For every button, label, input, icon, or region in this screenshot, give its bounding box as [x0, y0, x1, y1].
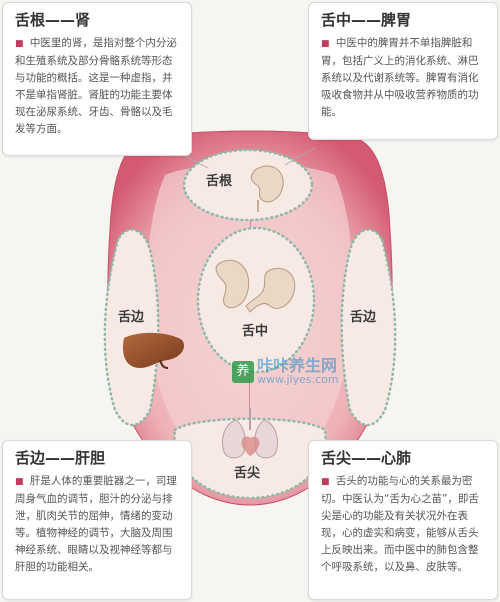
stomach-icon [245, 268, 296, 313]
zone-root [182, 148, 314, 222]
card-text: 舌头的功能与心的关系最为密切。中医认为“舌为心之苗”，即舌尖是心的功能及有关状况… [321, 475, 479, 573]
zone-label-root: 舌根 [206, 174, 233, 189]
site-watermark: 养 咔咔养生网 www.jlyes.com [232, 358, 339, 386]
connector-middle [284, 147, 316, 166]
zone-tip [173, 417, 327, 500]
card-title: 舌边——肝胆 [15, 449, 106, 467]
card-title: 舌尖——心肺 [321, 449, 412, 467]
liver-icon [122, 332, 185, 368]
zone-label-middle: 舌中 [242, 324, 269, 339]
card-text: 中医中的脾胃并不单指脾脏和胃，包括广义上的消化系统、淋巴系统以及代谢系统等。脾胃… [321, 37, 479, 118]
zone-label-left-edge: 舌边 [118, 310, 145, 325]
card-title: 舌中——脾胃 [321, 11, 412, 29]
zone-right-edge [340, 228, 397, 427]
lungs-icon [222, 419, 278, 459]
heart-icon [241, 436, 260, 456]
card-middle-spleen-stomach: 舌中——脾胃 ■ 中医中的脾胃并不单指脾脏和胃，包括广义上的消化系统、淋巴系统以… [308, 2, 498, 140]
watermark-name: 咔咔养生网 [257, 356, 338, 375]
watermark-logo-icon: 养 [232, 361, 254, 383]
card-text: 中医里的肾，是指对整个内分泌和生殖系统及部分骨骼系统等形态与功能的概括。这是一种… [15, 37, 177, 135]
zone-left-edge [103, 228, 160, 427]
watermark-url: www.jlyes.com [257, 373, 339, 386]
card-text: 肝是人体的重要脏器之一，司理周身气血的调节，胆汁的分泌与排泄，肌肉关节的屈伸，情… [15, 475, 177, 573]
card-edge-liver-gallbladder: 舌边——肝胆 ■ 肝是人体的重要脏器之一，司理周身气血的调节，胆汁的分泌与排泄，… [2, 440, 192, 600]
bullet-icon: ■ [321, 477, 330, 487]
kidney-icon [250, 165, 284, 203]
bullet-icon: ■ [15, 39, 24, 49]
card-title: 舌根——肾 [15, 11, 91, 29]
zone-label-tip: 舌尖 [234, 466, 261, 481]
zone-label-right-edge: 舌边 [350, 310, 377, 325]
spleen-icon [215, 259, 250, 309]
card-root-kidney: 舌根——肾 ■ 中医里的肾，是指对整个内分泌和生殖系统及部分骨骼系统等形态与功能… [2, 2, 192, 156]
card-tip-heart-lung: 舌尖——心肺 ■ 舌头的功能与心的关系最为密切。中医认为“舌为心之苗”，即舌尖是… [308, 440, 498, 600]
bullet-icon: ■ [321, 39, 330, 49]
bullet-icon: ■ [15, 477, 24, 487]
